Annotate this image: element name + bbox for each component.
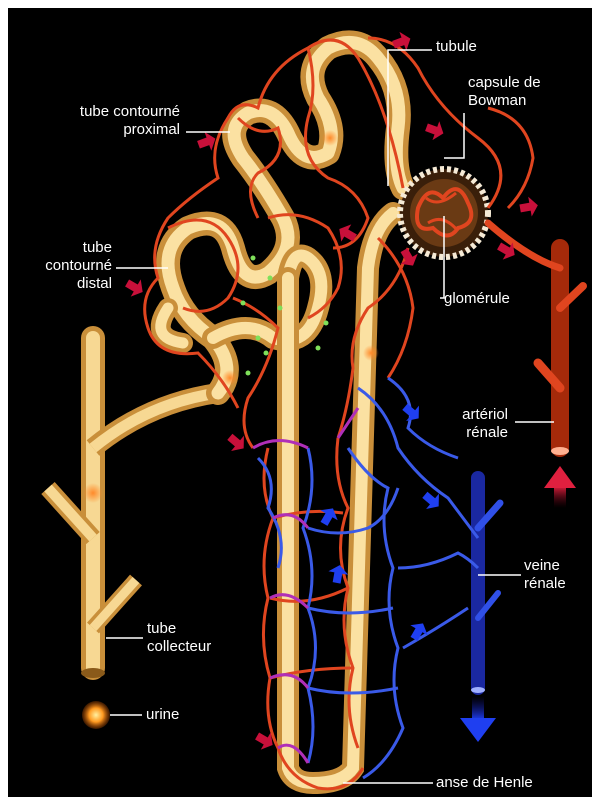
label-proximal-line2: proximal: [123, 121, 180, 139]
arrow-up-icon: [544, 466, 576, 508]
label-distal-line2: contourné: [45, 257, 112, 275]
label-capsule-line1: capsule de: [468, 74, 541, 92]
label-arteriole-line1: artériol: [462, 406, 508, 424]
label-collecting-line2: collecteur: [147, 638, 211, 656]
label-henle: anse de Henle: [436, 774, 533, 792]
urine-drop: [82, 701, 110, 729]
label-collecting-line1: tube: [147, 620, 176, 638]
arrow-down-icon: [460, 696, 496, 742]
label-arteriole-line2: rénale: [466, 424, 508, 442]
label-glomerule: glomérule: [444, 290, 510, 308]
label-urine: urine: [146, 706, 179, 724]
label-distal-line1: tube: [83, 239, 112, 257]
label-capsule-line2: Bowman: [468, 92, 526, 110]
label-tubule: tubule: [436, 38, 477, 56]
renal-vein: [471, 478, 500, 693]
label-proximal-line1: tube contourné: [80, 103, 180, 121]
nephron-illustration: [8, 8, 592, 797]
label-distal-line3: distal: [77, 275, 112, 293]
label-vein-line1: veine: [524, 557, 560, 575]
venous-flow-arrows: [315, 399, 445, 644]
collecting-duct: [48, 338, 218, 678]
nephron-diagram: tubule capsule de Bowman tube contourné …: [8, 8, 592, 797]
label-vein-line2: rénale: [524, 575, 566, 593]
